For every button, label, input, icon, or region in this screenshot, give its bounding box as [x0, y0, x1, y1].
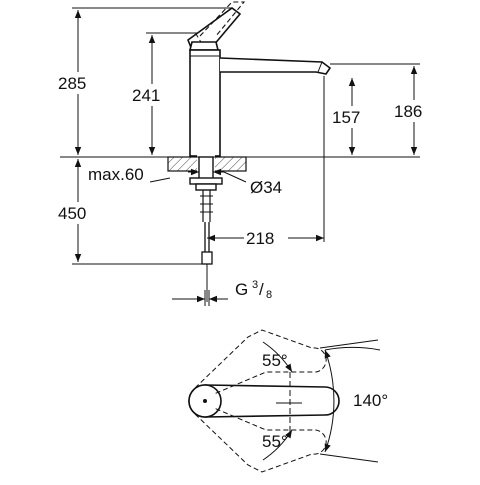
mounting-shank	[189, 156, 223, 222]
spout-lower-position	[194, 407, 327, 473]
angle-lower: 55°	[262, 432, 288, 451]
angle-upper: 55°	[262, 351, 288, 370]
dim-max-60: max.60	[88, 165, 144, 184]
dim-285: 285	[58, 74, 86, 93]
dim-thread-num: 3	[252, 279, 258, 291]
dim-450: 450	[58, 204, 86, 223]
dim-thread-g: G	[235, 280, 248, 299]
supply-hose	[201, 222, 213, 302]
dimension-labels: 285 241 157 186 max.60 Ø34 450 218 G 3 /…	[56, 72, 436, 301]
dim-218: 218	[246, 229, 274, 248]
faucet-spout	[219, 57, 332, 75]
faucet-body	[189, 49, 221, 157]
dim-hole-diameter: Ø34	[250, 178, 282, 197]
angle-labels: 55° 55° 140°	[262, 351, 400, 451]
handle-dashed-position	[199, 1, 246, 37]
angle-swivel: 140°	[353, 391, 388, 410]
dim-thread-den: 8	[266, 289, 272, 301]
dim-thread-slash: /	[259, 280, 264, 299]
plan-view	[188, 329, 381, 473]
spout-upper-position	[194, 329, 327, 395]
dim-241: 241	[132, 86, 160, 105]
faucet-elevation	[187, 1, 332, 157]
faucet-cap	[188, 41, 220, 51]
dim-186: 186	[394, 102, 422, 121]
dim-157: 157	[332, 108, 360, 127]
